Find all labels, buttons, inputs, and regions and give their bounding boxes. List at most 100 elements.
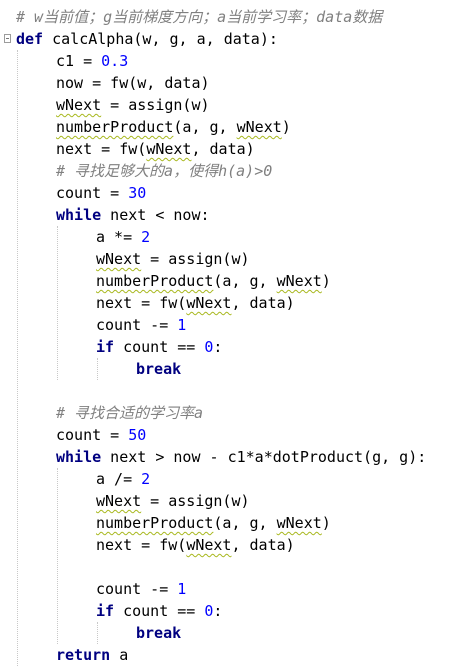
code-line[interactable]: count = 50	[0, 424, 471, 446]
code-line[interactable]: break	[0, 622, 471, 644]
fold-toggle-icon[interactable]	[4, 34, 11, 43]
code-line[interactable]: numberProduct(a, g, wNext)	[0, 116, 471, 138]
code-line[interactable]: count -= 1	[0, 314, 471, 336]
code-token: a /=	[96, 470, 142, 488]
number-token: 0	[204, 602, 214, 620]
code-token: wNext	[186, 536, 232, 554]
code-line[interactable]: def calcAlpha(w, g, a, data):	[0, 28, 471, 50]
code-line[interactable]: return a	[0, 644, 471, 666]
code-text: wNext = assign(w)	[56, 94, 210, 116]
code-token: )	[281, 118, 291, 136]
code-token: )	[321, 514, 331, 532]
code-token: (a, g,	[213, 272, 277, 290]
number-token: 30	[128, 184, 147, 202]
code-text: wNext = assign(w)	[96, 248, 250, 270]
indent-guide	[57, 226, 58, 380]
code-text: c1 = 0.3	[56, 50, 128, 72]
code-line[interactable]: wNext = assign(w)	[0, 248, 471, 270]
code-text: a /= 2	[96, 468, 150, 490]
code-text: def calcAlpha(w, g, a, data):	[16, 28, 278, 50]
code-token: (a, g,	[213, 514, 277, 532]
code-line[interactable]: # w当前值；g当前梯度方向；a当前学习率；data数据	[0, 6, 471, 28]
code-token: wNext	[186, 294, 232, 312]
code-text: numberProduct(a, g, wNext)	[96, 512, 331, 534]
code-line[interactable]: count = 30	[0, 182, 471, 204]
code-text: if count == 0:	[96, 600, 222, 622]
code-text: break	[136, 358, 181, 380]
number-token: 1	[177, 580, 187, 598]
indent-guide	[57, 468, 58, 644]
code-text: numberProduct(a, g, wNext)	[96, 270, 331, 292]
code-token: numberProduct	[96, 514, 214, 532]
keyword-token: return	[56, 646, 111, 664]
number-token: 0	[204, 338, 214, 356]
code-token: wNext	[276, 272, 322, 290]
number-token: 2	[141, 470, 151, 488]
code-line[interactable]: a /= 2	[0, 468, 471, 490]
comment-token: # w当前值；g当前梯度方向；a当前学习率；data数据	[16, 8, 383, 26]
code-token: next > now - c1*a*dotProduct(g, g):	[101, 448, 427, 466]
number-token: 0.3	[101, 52, 129, 70]
code-line[interactable]: c1 = 0.3	[0, 50, 471, 72]
keyword-token: break	[136, 360, 182, 378]
code-line[interactable]: # 寻找合适的学习率a	[0, 402, 471, 424]
code-line[interactable]	[0, 556, 471, 578]
code-token: next = fw(	[96, 294, 187, 312]
code-line[interactable]: next = fw(wNext, data)	[0, 292, 471, 314]
code-token: wNext	[56, 96, 102, 114]
code-line[interactable]: next = fw(wNext, data)	[0, 534, 471, 556]
code-line[interactable]: if count == 0:	[0, 600, 471, 622]
code-text: numberProduct(a, g, wNext)	[56, 116, 291, 138]
code-line[interactable]: wNext = assign(w)	[0, 94, 471, 116]
code-line[interactable]: # 寻找足够大的a，使得h(a)>0	[0, 160, 471, 182]
code-token: count ==	[114, 338, 205, 356]
code-line[interactable]: next = fw(wNext, data)	[0, 138, 471, 160]
code-token: )	[321, 272, 331, 290]
number-token: 2	[141, 228, 151, 246]
code-text: # w当前值；g当前梯度方向；a当前学习率；data数据	[16, 6, 382, 28]
code-text: break	[136, 622, 181, 644]
code-token: wNext	[96, 492, 142, 510]
code-text: now = fw(w, data)	[56, 72, 210, 94]
code-text: return a	[56, 644, 128, 666]
code-line[interactable]: while next < now:	[0, 204, 471, 226]
number-token: 1	[177, 316, 187, 334]
code-token: c1 =	[56, 52, 102, 70]
code-token: numberProduct	[96, 272, 214, 290]
code-line[interactable]: now = fw(w, data)	[0, 72, 471, 94]
code-line[interactable]: if count == 0:	[0, 336, 471, 358]
indent-guide	[97, 622, 98, 644]
keyword-token: while	[56, 448, 102, 466]
code-token: = assign(w)	[141, 492, 250, 510]
code-token: a *=	[96, 228, 142, 246]
indent-guide	[17, 50, 18, 666]
code-text: if count == 0:	[96, 336, 222, 358]
code-token: count =	[56, 426, 129, 444]
code-token: next < now:	[101, 206, 210, 224]
code-text: count -= 1	[96, 578, 186, 600]
code-text: # 寻找合适的学习率a	[56, 402, 203, 424]
keyword-token: break	[136, 624, 182, 642]
code-token: (a, g,	[173, 118, 237, 136]
code-line[interactable]: break	[0, 358, 471, 380]
editor-gutter	[0, 0, 15, 668]
code-token: a	[110, 646, 129, 664]
keyword-token: while	[56, 206, 102, 224]
code-text: count = 30	[56, 182, 146, 204]
code-token: , data)	[231, 536, 295, 554]
code-line[interactable]: a *= 2	[0, 226, 471, 248]
code-text: next = fw(wNext, data)	[56, 138, 255, 160]
code-line[interactable]: while next > now - c1*a*dotProduct(g, g)…	[0, 446, 471, 468]
code-token: :	[213, 602, 223, 620]
code-line[interactable]	[0, 380, 471, 402]
code-line[interactable]: numberProduct(a, g, wNext)	[0, 270, 471, 292]
code-line[interactable]: count -= 1	[0, 578, 471, 600]
code-text: # 寻找足够大的a，使得h(a)>0	[56, 160, 272, 182]
code-token: count =	[56, 184, 129, 202]
code-line[interactable]: wNext = assign(w)	[0, 490, 471, 512]
code-token: count ==	[114, 602, 205, 620]
comment-token: # 寻找合适的学习率a	[56, 404, 204, 422]
code-text: while next > now - c1*a*dotProduct(g, g)…	[56, 446, 426, 468]
code-line[interactable]: numberProduct(a, g, wNext)	[0, 512, 471, 534]
